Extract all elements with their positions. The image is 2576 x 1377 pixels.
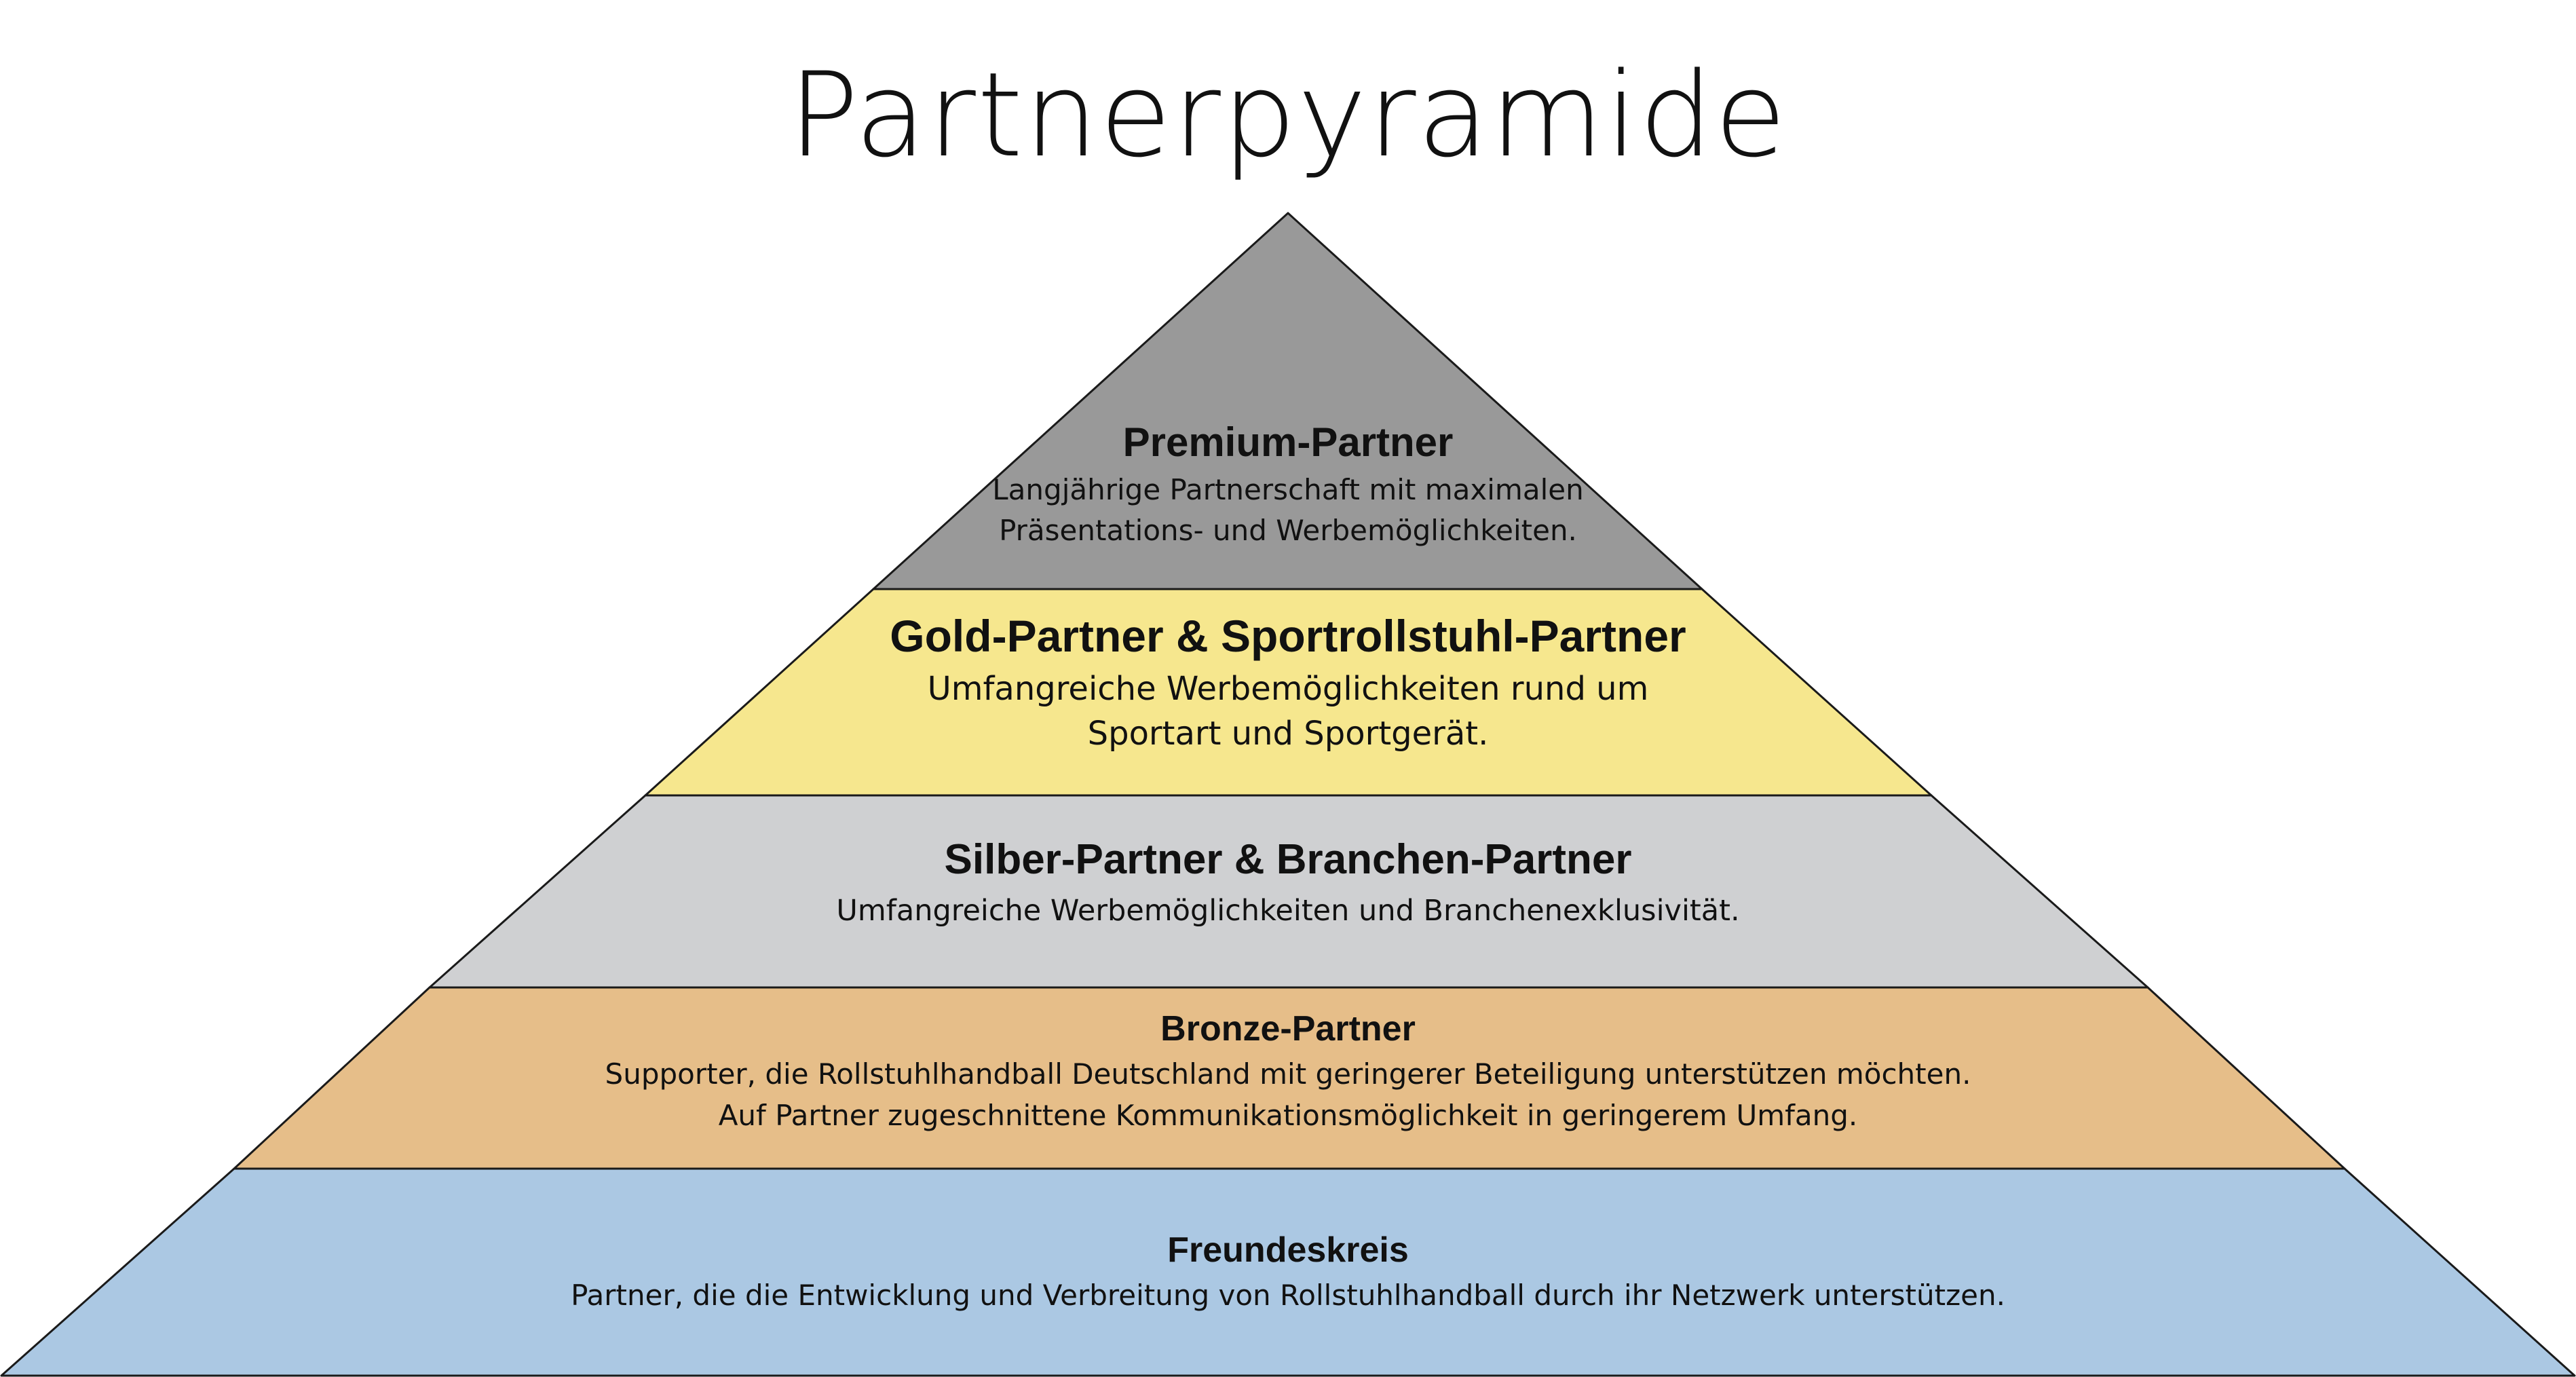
tier-bronze-desc-line-2: Auf Partner zugeschnittene Kommunikation… xyxy=(718,1099,1858,1132)
page-title: Partnerpyramide xyxy=(788,47,1788,183)
tier-friends-description: Partner, die die Entwicklung und Verbrei… xyxy=(0,1275,2576,1317)
tier-gold-desc-line-1: Umfangreiche Werbemöglichkeiten rund um xyxy=(927,670,1649,708)
tier-premium-desc-line-2: Präsentations- und Werbemöglichkeiten. xyxy=(999,514,1577,547)
tier-bronze-title: Bronze-Partner xyxy=(1160,1009,1416,1049)
tier-bronze-desc-line-1: Supporter, die Rollstuhlhandball Deutsch… xyxy=(605,1057,1971,1091)
tier-silver-description: Umfangreiche Werbemöglichkeiten und Bran… xyxy=(0,890,2576,932)
tier-silver-desc-line-1: Umfangreiche Werbemöglichkeiten und Bran… xyxy=(836,894,1740,928)
tier-gold-description: Umfangreiche Werbemöglichkeiten rund um … xyxy=(0,666,2576,756)
tier-gold-title: Gold-Partner & Sportrollstuhl-Partner xyxy=(890,611,1686,661)
tier-gold-label: Gold-Partner & Sportrollstuhl-Partner Um… xyxy=(0,605,2576,756)
tier-silver-label: Silber-Partner & Branchen-Partner Umfang… xyxy=(0,830,2576,932)
tier-premium-desc-line-1: Langjährige Partnerschaft mit maximalen xyxy=(992,473,1584,506)
tier-premium-description: Langjährige Partnerschaft mit maximalen … xyxy=(0,470,2576,551)
tier-friends-shape xyxy=(0,1167,2576,1377)
tier-premium-label: Premium-Partner Langjährige Partnerschaf… xyxy=(0,415,2576,551)
tier-bronze-description: Supporter, die Rollstuhlhandball Deutsch… xyxy=(0,1053,2576,1136)
tier-friends-desc-line-1: Partner, die die Entwicklung und Verbrei… xyxy=(571,1279,2005,1312)
tier-friends-label: Freundeskreis Partner, die die Entwicklu… xyxy=(0,1226,2576,1317)
tier-bronze-label: Bronze-Partner Supporter, die Rollstuhlh… xyxy=(0,1004,2576,1136)
tier-gold-desc-line-2: Sportart und Sportgerät. xyxy=(1087,715,1489,753)
tier-premium-title: Premium-Partner xyxy=(1122,419,1454,465)
tier-friends-title: Freundeskreis xyxy=(1167,1230,1409,1270)
tier-silver-title: Silber-Partner & Branchen-Partner xyxy=(944,836,1632,883)
